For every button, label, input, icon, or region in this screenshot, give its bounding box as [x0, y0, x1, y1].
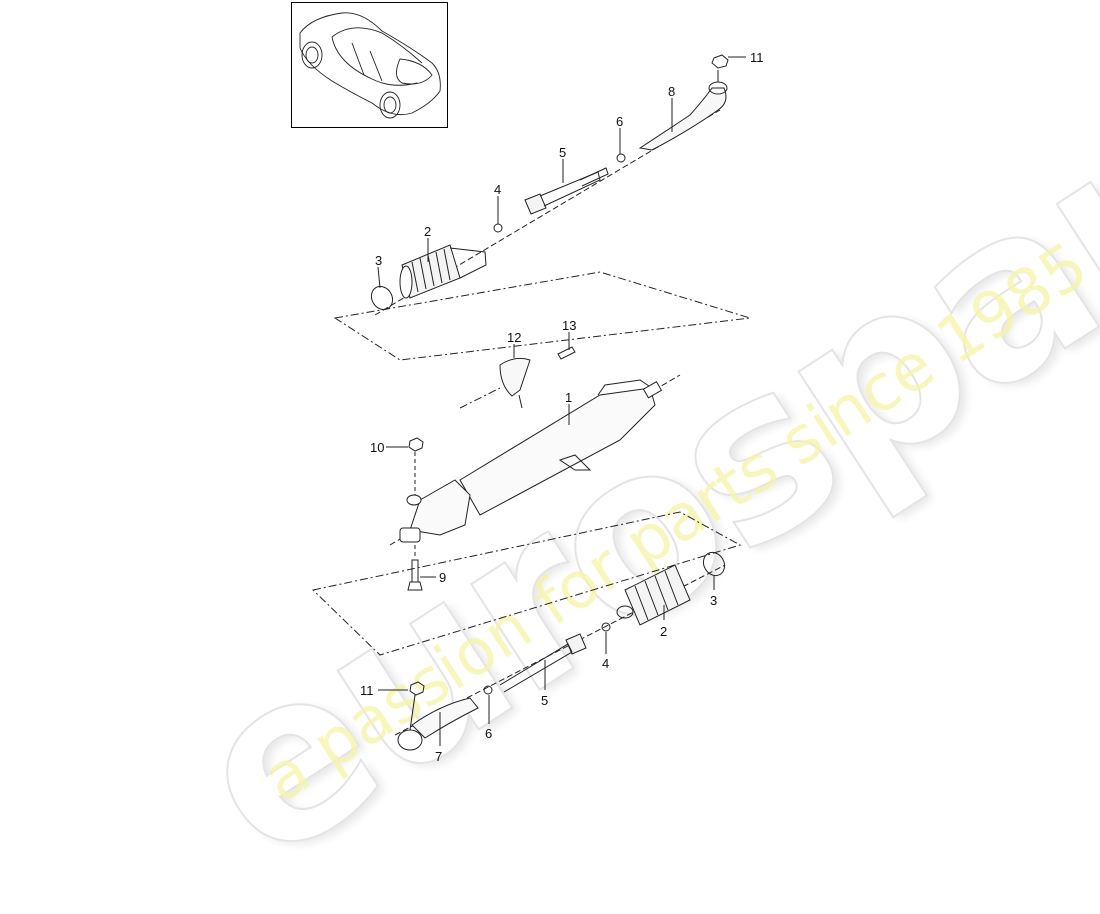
callout-11-bottom[interactable]: 11 — [360, 683, 374, 698]
clip-part-4-bottom — [601, 622, 611, 632]
callout-9[interactable]: 9 — [439, 570, 447, 585]
bellows-part-2-top — [399, 244, 487, 299]
callout-5-bottom[interactable]: 5 — [541, 693, 549, 708]
tie-rod-part-5-top — [524, 167, 609, 215]
callout-5-top[interactable]: 5 — [559, 145, 567, 160]
parts-diagram: eurospares a passion for parts since 198… — [149, 0, 1100, 914]
tie-rod-end-part-8 — [638, 87, 727, 151]
bellows-part-2-bottom — [616, 564, 691, 626]
callout-3-top[interactable]: 3 — [375, 253, 383, 268]
bolt-part-9 — [407, 559, 423, 591]
nut-part-6-bottom — [483, 685, 493, 695]
callout-3-bottom[interactable]: 3 — [710, 593, 718, 608]
screw-part-13 — [557, 346, 576, 360]
tie-rod-part-5-bottom — [499, 633, 587, 693]
nut-part-10 — [408, 437, 424, 452]
nut-part-11-bottom — [409, 681, 425, 696]
callout-10[interactable]: 10 — [370, 440, 385, 455]
callout-11-top[interactable]: 11 — [750, 50, 764, 65]
bracket-part-12 — [499, 357, 531, 397]
callout-2-top[interactable]: 2 — [424, 224, 432, 239]
clip-part-4-top — [493, 223, 503, 233]
car-icon — [299, 12, 441, 119]
callout-4-bottom[interactable]: 4 — [602, 656, 610, 671]
exploded-view-drawing — [311, 54, 751, 751]
tie-rod-end-part-7 — [411, 697, 479, 739]
nut-part-6-top — [616, 153, 626, 163]
clamp-part-3-bottom — [702, 551, 726, 577]
callout-2-bottom[interactable]: 2 — [660, 624, 668, 639]
callout-12[interactable]: 12 — [507, 330, 522, 345]
callout-7[interactable]: 7 — [435, 749, 443, 764]
clamp-part-3-top — [370, 285, 394, 311]
callout-6-bottom[interactable]: 6 — [485, 726, 493, 741]
callout-4-top[interactable]: 4 — [494, 182, 502, 197]
upper-assembly-frame — [333, 271, 751, 361]
car-thumbnail — [291, 2, 448, 128]
nut-part-11-top — [711, 54, 729, 69]
steering-rack-part-1 — [399, 379, 663, 543]
callout-8[interactable]: 8 — [668, 84, 676, 99]
callout-6-top[interactable]: 6 — [616, 114, 624, 129]
lower-assembly-frame — [311, 511, 742, 656]
callout-13[interactable]: 13 — [562, 318, 577, 333]
callout-1[interactable]: 1 — [565, 390, 573, 405]
